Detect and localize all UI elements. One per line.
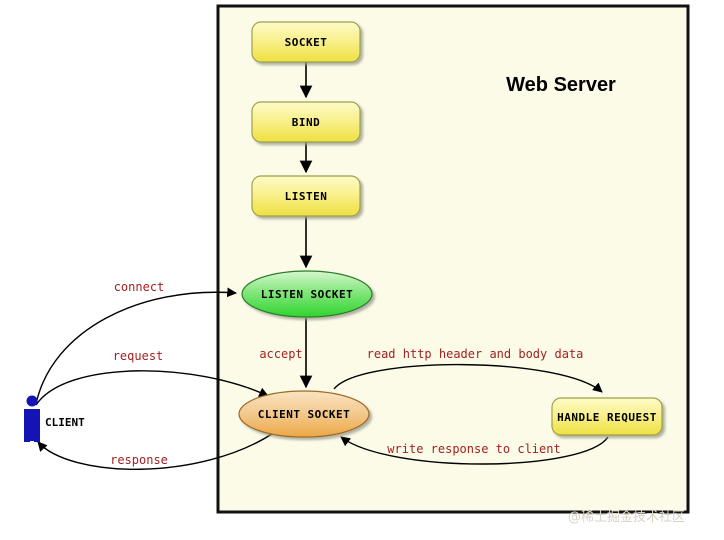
edge-label-connect: connect: [114, 280, 165, 294]
node-bind[interactable]: BIND: [251, 101, 361, 143]
edge-read: [333, 363, 603, 393]
edge-connect: [35, 287, 237, 405]
avatar-head: [26, 395, 38, 407]
node-handle-request[interactable]: HANDLE REQUEST: [551, 397, 663, 436]
edge-label-accept: accept: [259, 347, 302, 361]
avatar-left-leg: [24, 424, 30, 442]
watermark: @稀土掘金技术社区: [568, 509, 685, 525]
node-socket[interactable]: SOCKET: [251, 21, 361, 63]
node-client-socket[interactable]: CLIENT SOCKET: [238, 390, 370, 438]
edge-label-request: request: [113, 349, 164, 363]
page-title: Web Server: [506, 74, 616, 96]
edge-write: [340, 436, 609, 465]
edge-label-read: read http header and body data: [367, 347, 584, 361]
edge-response: [37, 431, 276, 470]
client-actor-label: CLIENT: [45, 416, 85, 429]
node-handle-request-label: HANDLE REQUEST: [557, 411, 657, 424]
node-listen-socket-label: LISTEN SOCKET: [261, 288, 354, 301]
edge-label-write: write response to client: [387, 442, 560, 456]
node-socket-label: SOCKET: [285, 36, 328, 49]
client-actor[interactable]: CLIENT: [24, 395, 85, 443]
node-client-socket-label: CLIENT SOCKET: [258, 408, 351, 421]
edge-request: [35, 370, 269, 406]
node-listen-label: LISTEN: [285, 190, 328, 203]
node-listen-socket[interactable]: LISTEN SOCKET: [241, 270, 373, 318]
node-listen[interactable]: LISTEN: [251, 175, 361, 217]
edge-label-response: response: [110, 453, 168, 467]
avatar-right-leg: [34, 424, 40, 442]
node-bind-label: BIND: [292, 116, 321, 129]
